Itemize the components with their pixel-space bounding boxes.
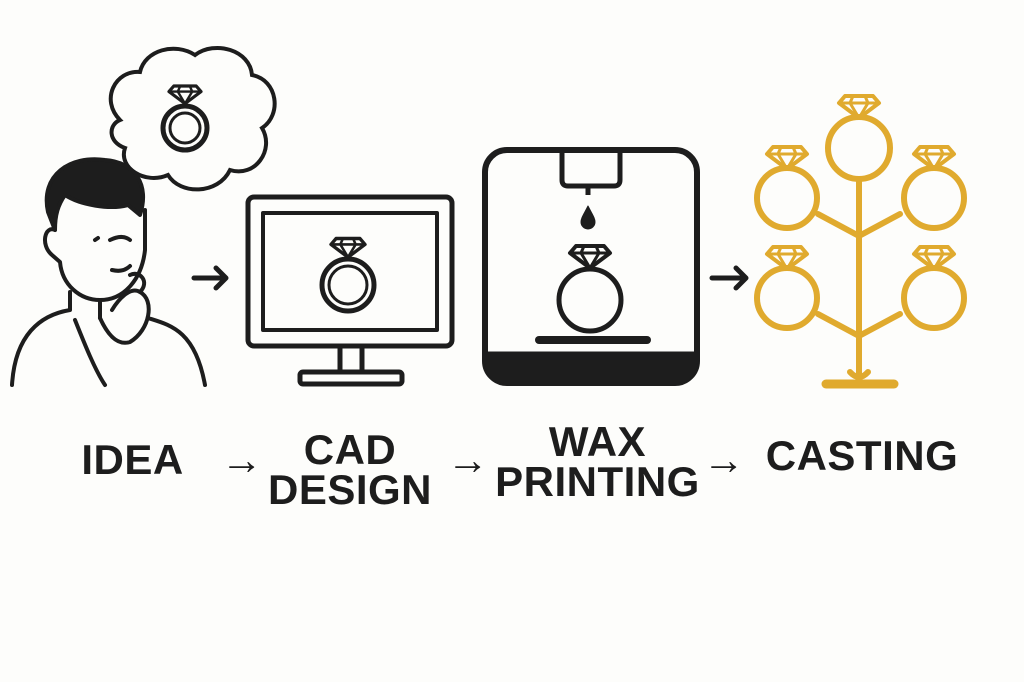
step-label-line: IDEA (81, 436, 184, 483)
step-label-idea: IDEA (60, 436, 205, 483)
text-arrow: → (446, 436, 490, 483)
step-label-casting: CASTING (752, 432, 972, 479)
step-label-line: DESIGN (267, 466, 433, 513)
wax-printer-icon (482, 147, 700, 386)
text-arrow: → (220, 436, 264, 483)
arrow-icon (709, 265, 749, 291)
ring-icon (754, 247, 820, 331)
step-label-line: CAD (303, 426, 397, 473)
ring-icon (319, 239, 377, 314)
person-thinking-icon (10, 157, 207, 387)
text-arrow: → (702, 436, 746, 483)
ring-icon (160, 84, 210, 153)
ring-icon (754, 147, 820, 231)
step-label-line: CASTING (765, 432, 959, 479)
ring-icon (901, 147, 967, 231)
step-label-line: PRINTING (495, 458, 700, 505)
step-label-wax-printing: WAX PRINTING (490, 418, 705, 505)
ring-icon (556, 244, 624, 334)
ring-icon (901, 247, 967, 331)
ring-icon (825, 96, 893, 182)
step-label-cad-design: CAD DESIGN (260, 426, 440, 513)
casting-tree-icon (754, 96, 967, 389)
monitor-icon (245, 194, 455, 387)
step-label-line: WAX (548, 418, 647, 465)
arrow-icon (191, 265, 229, 291)
thought-bubble-icon (108, 45, 277, 192)
